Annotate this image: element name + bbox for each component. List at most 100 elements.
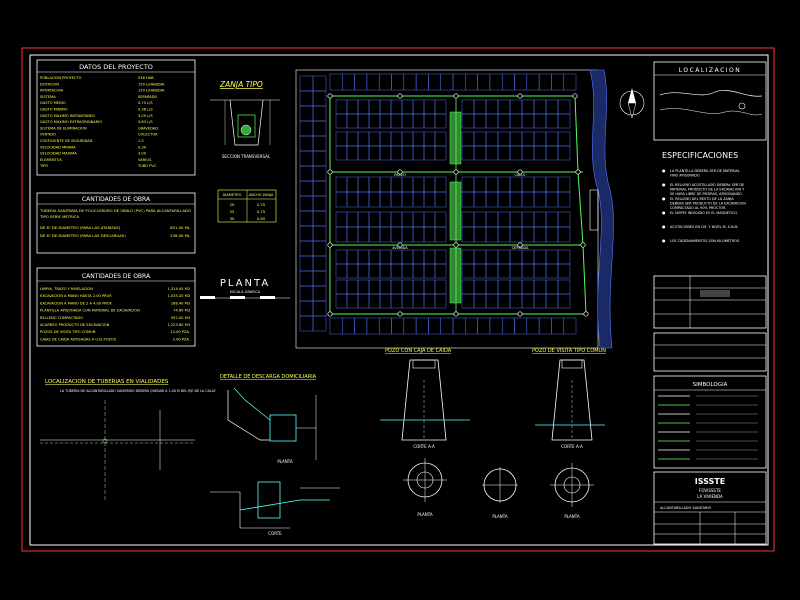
lot [461, 113, 475, 129]
lot [368, 131, 381, 147]
lot [557, 211, 571, 228]
lot [545, 99, 559, 115]
lot [521, 145, 535, 161]
lot [412, 211, 425, 228]
spec-item: COMPACTADO AL 90% PROCTOR. [670, 206, 726, 210]
lot [533, 145, 547, 161]
lot [299, 285, 314, 302]
lot [434, 113, 447, 129]
lot [378, 73, 392, 91]
datos-row-value: 536 HAB. [138, 76, 155, 80]
datos-row-value: 0.38 L/S [138, 108, 153, 112]
lot [379, 279, 392, 295]
lot [366, 317, 380, 335]
tabla-cell: 0.75 [257, 209, 266, 214]
lot [412, 249, 425, 265]
lot [452, 317, 466, 335]
lot [412, 131, 425, 147]
lot [357, 191, 370, 208]
lot [545, 113, 559, 129]
lot [357, 226, 370, 243]
lot [509, 191, 523, 208]
lot [312, 300, 327, 317]
lot [434, 226, 447, 243]
loc-tuberias-note: LA TUBERIA DE ALCANTARILLADO SANITARIO D… [60, 389, 216, 393]
org-sub2: LA VIVIENDA [697, 494, 723, 499]
lot [368, 99, 381, 115]
datos-title: DATOS DEL PROYECTO [79, 63, 153, 71]
lot [521, 226, 535, 243]
lot [423, 145, 436, 161]
lot [434, 249, 447, 265]
lot [533, 226, 547, 243]
lot [401, 99, 414, 115]
lot [312, 180, 327, 197]
lot [521, 176, 535, 193]
lot [538, 73, 552, 91]
lot [526, 317, 540, 335]
especificaciones-title: ESPECIFICACIONES [662, 151, 738, 160]
lot [335, 293, 348, 309]
lot [299, 210, 314, 227]
lot [461, 293, 475, 309]
lot [390, 249, 403, 265]
lot [440, 73, 454, 91]
lot [312, 225, 327, 242]
lot [473, 99, 487, 115]
cantidades2-row-label: PLANTILLA APISONADA CON MATERIAL DE EXCA… [40, 309, 140, 313]
spec-bullet: ● [662, 210, 666, 215]
cantidades2-row-label: EXCAVACION A MANO DE 2 A 4.00 PROF. [40, 301, 112, 305]
lot [521, 113, 535, 129]
lot [557, 131, 571, 147]
planta-label: PLANTA ESCALA GRAFICA [200, 278, 290, 299]
lot [335, 226, 348, 243]
lot [312, 105, 327, 122]
lot [514, 317, 528, 335]
lot [415, 73, 429, 91]
lot [335, 176, 348, 193]
lot [412, 279, 425, 295]
lot [563, 317, 577, 335]
manhole [517, 242, 523, 248]
lot [312, 120, 327, 137]
tabla-cell: 30 [230, 216, 235, 221]
inner-frame [29, 54, 769, 546]
lot [423, 176, 436, 193]
lot [509, 293, 523, 309]
pozo-caja-title: POZO CON CAJA DE CAIDA [385, 348, 452, 354]
localizacion-title: LOCALIZACION [679, 67, 742, 74]
plano-name: ALCANTARILLADO SANITARIO [660, 506, 712, 510]
lot [557, 263, 571, 279]
cantidades2-row-label: ACARREO PRODUCTO DE EXCAVACION [40, 323, 110, 327]
spec-item: EL NORTE INDICADO ES EL MAGNETICO. [670, 211, 738, 215]
lot [557, 145, 571, 161]
lot [473, 263, 487, 279]
spec-item: LOS CADENAMIENTOS SON KILOMETROS. [670, 239, 740, 243]
cantidades2-title: CANTIDADES DE OBRA [82, 273, 151, 280]
cantidades1-row-0-label: DE 8" DE DIAMETRO (PARA LAS ATARJEAS) [40, 225, 121, 230]
lot [545, 226, 559, 243]
spec-item: FINO APISONADO. [670, 174, 701, 178]
lot [346, 263, 359, 279]
lot [354, 73, 368, 91]
lot [434, 176, 447, 193]
cantidades1-row-0-value: 651.00 ML [170, 225, 191, 230]
lot [357, 176, 370, 193]
lot [391, 317, 405, 335]
lot [378, 317, 392, 335]
lot [545, 211, 559, 228]
lot [401, 263, 414, 279]
planta-title: PLANTA [220, 278, 270, 289]
manhole [453, 242, 459, 248]
park-strip-2 [449, 181, 462, 241]
lot [346, 145, 359, 161]
lot [497, 113, 511, 129]
cantidades2-row-label: EXCAVACION A MANO HASTA 2.00 PROF. [40, 294, 112, 298]
datos-row-value: SEPARADO [138, 95, 158, 99]
lot [557, 293, 571, 309]
simbologia-box [653, 375, 767, 469]
lot [489, 317, 503, 335]
lot [461, 279, 475, 295]
